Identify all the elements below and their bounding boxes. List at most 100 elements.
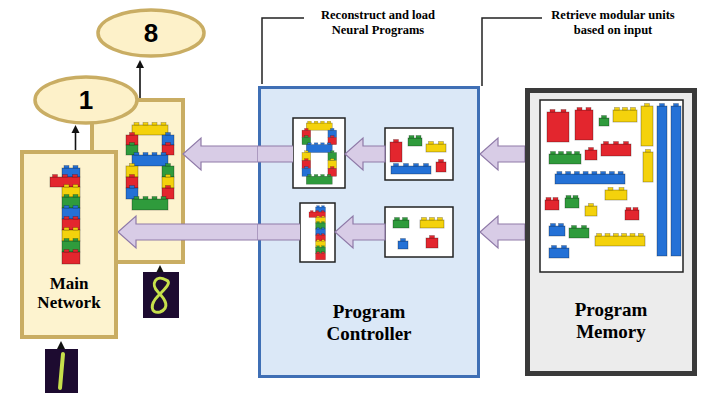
lego-stud: [317, 234, 320, 235]
lego-brick: [595, 236, 645, 246]
box-title: Program Memory: [551, 299, 671, 343]
flow-arrow-edge: [258, 161, 293, 162]
lego-stud: [321, 211, 324, 212]
lego-stud: [64, 239, 69, 242]
lego-stud: [583, 172, 588, 175]
lego-stud: [73, 250, 78, 253]
lego-brick: [601, 144, 631, 156]
lego-stud: [624, 142, 629, 145]
lego-brick: [316, 217, 326, 223]
lego-stud: [438, 218, 443, 221]
leader-line: [262, 18, 304, 84]
lego-brick: [605, 190, 627, 200]
flow-arrow: [480, 216, 525, 248]
lego-brick: [390, 142, 402, 162]
lego-brick: [126, 177, 138, 188]
lego-stud: [330, 151, 334, 153]
lego-stud: [305, 167, 309, 169]
lego-stud: [317, 246, 320, 247]
output-oval: 1: [33, 75, 139, 125]
lego-stud: [416, 136, 421, 139]
lego-stud: [134, 123, 139, 126]
lego-stud: [322, 252, 325, 253]
lego-brick: [306, 176, 332, 184]
lego-stud: [322, 206, 325, 207]
lego-stud: [394, 164, 399, 167]
lego-stud: [577, 108, 582, 111]
lego-brick: [316, 207, 326, 212]
lego-stud: [64, 185, 69, 188]
lego-stud: [566, 196, 571, 199]
lego-brick: [316, 241, 326, 247]
lego-stud: [317, 252, 320, 253]
lego-stud: [429, 142, 434, 145]
oval-outline: [35, 77, 137, 123]
lego-brick: [391, 166, 431, 174]
lego-stud: [321, 121, 325, 123]
lego-brick: [549, 248, 569, 258]
flow-arrow: [335, 216, 385, 248]
lego-stud: [575, 152, 580, 155]
lego-stud: [566, 172, 571, 175]
lego-brick: [420, 220, 444, 228]
lego-stud: [166, 133, 171, 136]
lego-stud: [314, 174, 318, 176]
lego-brick: [62, 187, 80, 197]
arrow-line: [139, 67, 141, 98]
lego-stud: [330, 136, 334, 138]
lego-stud: [646, 150, 651, 153]
flow-arrow-shaft: [258, 224, 300, 240]
lego-brick: [328, 137, 337, 144]
lego-stud: [130, 133, 135, 136]
lego-stud: [572, 226, 577, 229]
lego-stud: [589, 148, 594, 151]
lego-stud: [64, 250, 69, 253]
lego-stud: [552, 246, 557, 249]
lego-brick: [625, 210, 639, 220]
lego-stud: [582, 226, 587, 229]
lego-brick: [132, 199, 168, 210]
lego-stud: [330, 128, 334, 130]
lego-brick: [316, 235, 326, 241]
lego-stud: [559, 224, 564, 227]
lego-brick: [643, 152, 653, 182]
lego-brick: [132, 155, 168, 166]
annotation-label: Retrieve modular units based on input: [548, 8, 678, 38]
lego-brick: [436, 162, 446, 172]
lego-brick: [545, 200, 559, 210]
lego-brick: [126, 135, 138, 145]
lego-stud: [403, 218, 408, 221]
lego-brick: [132, 125, 168, 135]
lego-stud: [557, 172, 562, 175]
lego-stud: [64, 206, 69, 209]
box-title: Program Controller: [307, 301, 432, 345]
leader-line: [482, 18, 542, 86]
lego-stud: [166, 164, 171, 167]
lego-stud: [567, 152, 572, 155]
lego-brick: [657, 106, 667, 256]
arrowhead: [57, 341, 65, 349]
lego-stud: [152, 197, 157, 200]
lego-stud: [626, 208, 631, 211]
output-oval: 8: [96, 8, 206, 58]
lego-brick: [316, 247, 326, 253]
lego-stud: [608, 188, 613, 191]
lego-stud: [73, 206, 78, 209]
lego-stud: [550, 110, 555, 113]
input-arrow: [156, 265, 164, 273]
lego-stud: [143, 153, 148, 156]
lego-brick: [613, 110, 637, 122]
lego-stud: [615, 108, 620, 111]
lego-brick: [309, 212, 326, 218]
lego-stud: [53, 175, 58, 178]
flow-arrow-body: [480, 216, 525, 248]
lego-stud: [422, 218, 427, 221]
lego-stud: [317, 216, 320, 217]
lego-brick: [126, 145, 138, 155]
lego-brick: [302, 130, 311, 137]
lego-stud: [152, 153, 157, 156]
lego-stud: [546, 198, 551, 201]
lego-stud: [305, 159, 309, 161]
lego-stud: [317, 240, 320, 241]
lego-stud: [308, 143, 312, 145]
